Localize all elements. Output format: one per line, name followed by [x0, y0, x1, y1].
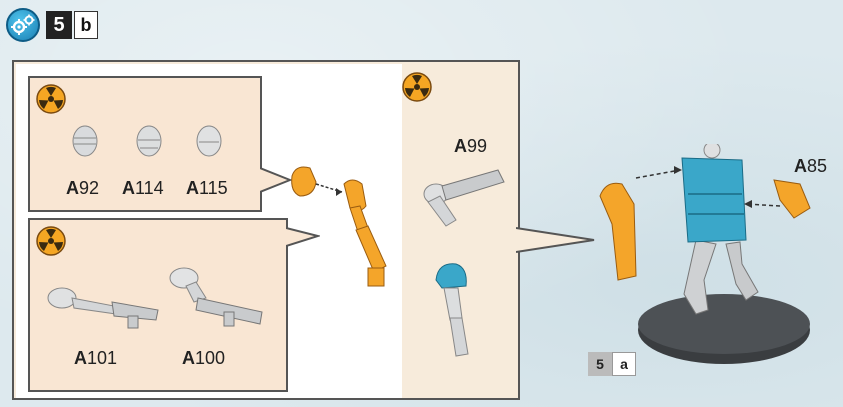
substep-letter: a: [612, 352, 636, 376]
arm-part-a99: [423, 169, 505, 227]
callout-pointer: [260, 167, 292, 193]
parts-panel-weapon-arms: A101 A100: [28, 218, 288, 392]
gear-icon: [6, 8, 40, 42]
substep-badge: 5 a: [588, 352, 636, 376]
part-label-a114: A114: [122, 178, 164, 198]
parts-panel-heads: A92 A114 A115: [28, 76, 262, 212]
miniature-figure: [599, 144, 811, 364]
part-label-a99: A99: [454, 136, 488, 156]
helmet-part-a92: [72, 125, 98, 157]
part-label-a101: A101: [74, 348, 118, 368]
nuclear-symbol-icon: [402, 72, 432, 102]
step-letter: b: [74, 11, 98, 39]
nuclear-symbol-icon: [36, 226, 66, 256]
step-number: 5: [46, 11, 72, 39]
substep-number: 5: [588, 352, 612, 376]
orange-arm-assembly: [291, 166, 387, 287]
part-label-a85: A85: [794, 156, 828, 176]
nuclear-symbol-icon: [36, 84, 66, 114]
arm-part-a100: [169, 267, 263, 327]
part-label-a115: A115: [186, 178, 228, 198]
blue-arm-assembly: [435, 263, 469, 357]
step-header: 5 b: [6, 8, 98, 42]
part-label-a100: A100: [182, 348, 226, 368]
part-label-a92: A92: [66, 178, 100, 198]
helmet-part-a114: [136, 125, 162, 157]
arm-part-a101: [47, 287, 159, 329]
panel-pointer: [516, 227, 595, 253]
helmet-part-a115: [196, 125, 222, 157]
callout-pointer: [286, 227, 320, 247]
instruction-panel: A92 A114 A115 A101 A100: [12, 60, 520, 400]
